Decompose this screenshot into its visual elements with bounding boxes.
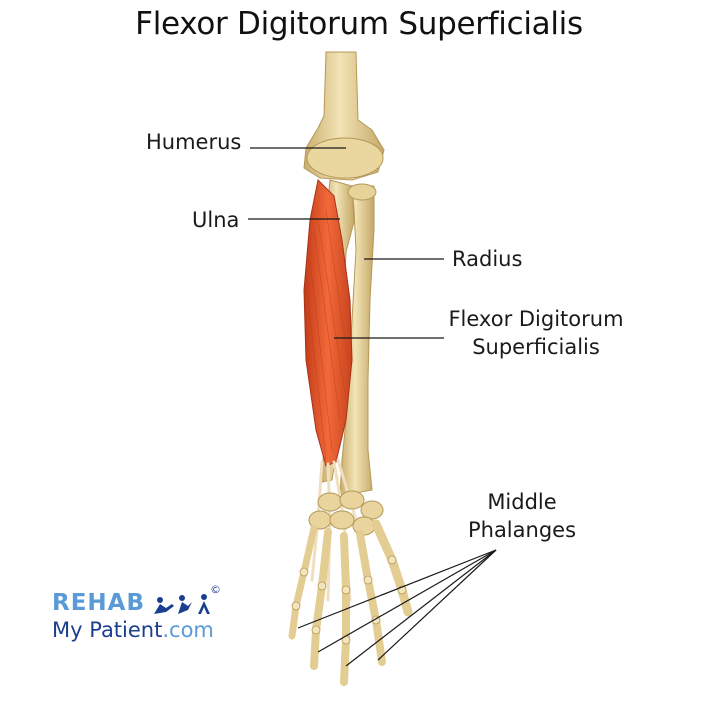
- rehabmypatient-logo: REHAB © My Patient.com: [52, 584, 232, 646]
- leader-lines: [248, 147, 497, 667]
- hand-bones: [288, 519, 413, 686]
- logo-rehab-text: REHAB: [52, 590, 146, 616]
- fds-label: Flexor Digitorum Superficialis: [448, 305, 624, 361]
- phalanges-label-line2: Phalanges: [467, 518, 577, 542]
- logo-mypatient-text: My Patient: [52, 618, 163, 642]
- muscle-fibers: [307, 209, 349, 461]
- ulna-label: Ulna: [192, 208, 240, 232]
- fds-label-line1: Flexor Digitorum: [448, 307, 624, 331]
- fds-muscle: [303, 178, 353, 467]
- phalanges-label-line1: Middle: [487, 490, 557, 514]
- logo-mypatient: My Patient.com: [52, 618, 214, 642]
- humerus-label: Humerus: [146, 130, 242, 154]
- finger-joints: [291, 555, 407, 645]
- diagram-title: Flexor Digitorum Superficialis: [135, 6, 583, 42]
- radius-label: Radius: [452, 247, 523, 271]
- logo-figures-icon: [154, 594, 210, 614]
- phalanges-leader-4: [377, 549, 497, 661]
- phalanges-leader-3: [345, 549, 497, 667]
- phalanges-leader-2: [317, 549, 497, 653]
- phalanges-label: Middle Phalanges: [462, 488, 582, 544]
- logo-copyright: ©: [210, 583, 221, 596]
- radius-head: [347, 183, 377, 201]
- carpal-bones: [308, 490, 384, 536]
- fds-label-line2: Superficialis: [472, 335, 600, 359]
- phalanges-leader-1: [297, 549, 497, 629]
- humerus-condyle: [306, 137, 384, 179]
- logo-com-text: .com: [162, 618, 214, 642]
